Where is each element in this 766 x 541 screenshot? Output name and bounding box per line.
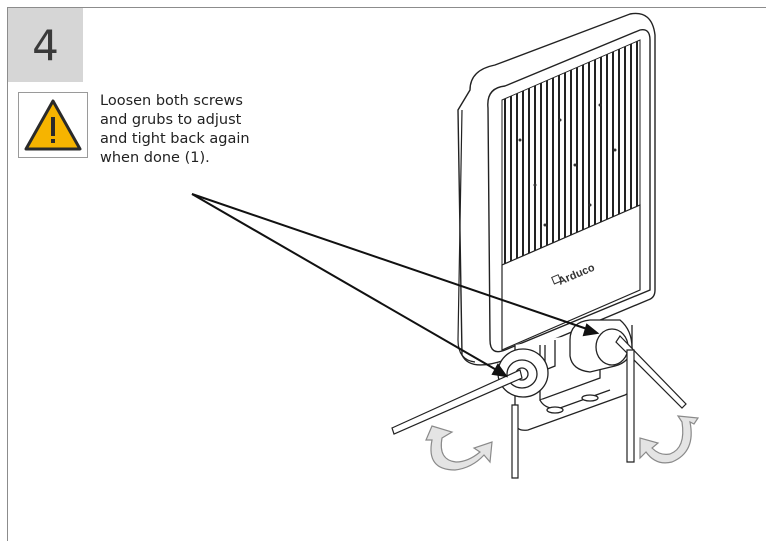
instruction-line: Loosen both screws <box>100 93 243 109</box>
callout-arrows <box>191 193 600 378</box>
frame-left-border <box>7 7 8 541</box>
rotation-arrow-left <box>425 425 493 471</box>
frame-top-border <box>7 7 766 8</box>
hex-key-right <box>615 335 687 463</box>
step-number-box: 4 <box>8 8 83 82</box>
warning-triangle-icon <box>24 99 82 151</box>
hex-key-left <box>391 369 523 479</box>
instruction-line: and grubs to adjust <box>100 112 242 128</box>
left-pivot <box>497 348 549 398</box>
warning-box <box>18 92 88 158</box>
instruction-text: Loosen both screws and grubs to adjust a… <box>100 92 300 168</box>
instruction-line: and tight back again <box>100 131 250 147</box>
rotation-arrow-right <box>639 415 700 464</box>
fin-holes <box>518 103 617 227</box>
instruction-line: when done (1). <box>100 150 210 166</box>
step-number: 4 <box>32 20 59 70</box>
front-panel <box>501 204 641 351</box>
